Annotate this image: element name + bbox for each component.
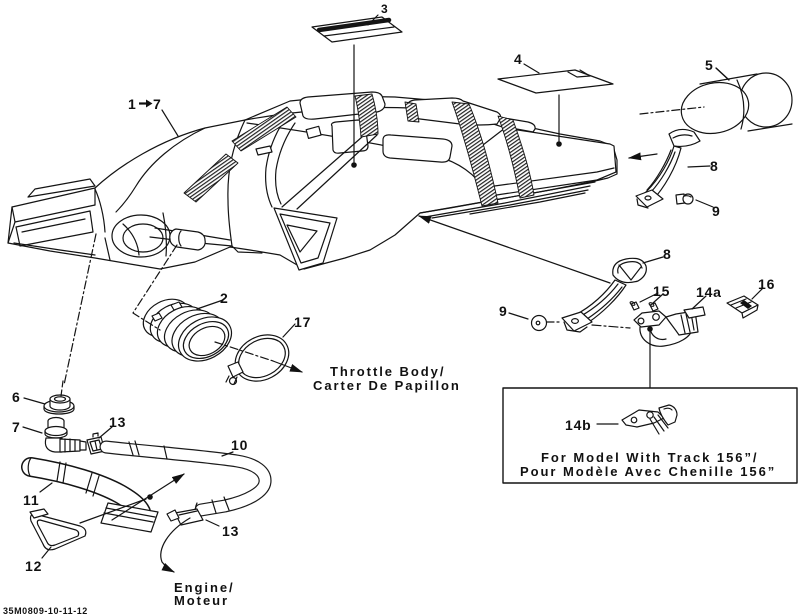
svg-text:Engine/: Engine/ <box>174 580 235 595</box>
svg-text:4: 4 <box>514 51 523 67</box>
svg-text:14a: 14a <box>696 284 722 300</box>
svg-text:11: 11 <box>23 492 39 508</box>
svg-text:3: 3 <box>381 2 388 16</box>
svg-text:9: 9 <box>499 303 508 319</box>
svg-text:7: 7 <box>153 96 162 112</box>
svg-text:9: 9 <box>712 203 721 219</box>
svg-text:16: 16 <box>758 276 775 292</box>
svg-text:17: 17 <box>294 314 311 330</box>
svg-text:For Model With Track 156”/: For Model With Track 156”/ <box>541 450 758 465</box>
svg-text:1: 1 <box>128 96 137 112</box>
svg-text:2: 2 <box>220 290 229 306</box>
svg-text:5: 5 <box>705 57 714 73</box>
svg-text:8: 8 <box>710 158 719 174</box>
svg-text:14b: 14b <box>565 417 592 433</box>
svg-text:7: 7 <box>12 419 21 435</box>
svg-text:35M0809-10-11-12: 35M0809-10-11-12 <box>3 606 88 616</box>
svg-text:Carter De Papillon: Carter De Papillon <box>313 378 461 393</box>
svg-text:8: 8 <box>663 246 672 262</box>
svg-text:6: 6 <box>12 389 21 405</box>
svg-text:13: 13 <box>109 414 126 430</box>
svg-text:10: 10 <box>231 437 248 453</box>
svg-text:Moteur: Moteur <box>174 593 229 608</box>
svg-text:Throttle Body/: Throttle Body/ <box>330 364 445 379</box>
svg-text:Pour Modèle Avec Chenille 156”: Pour Modèle Avec Chenille 156” <box>520 464 776 479</box>
svg-text:13: 13 <box>222 523 239 539</box>
svg-text:12: 12 <box>25 558 42 574</box>
svg-text:15: 15 <box>653 283 670 299</box>
